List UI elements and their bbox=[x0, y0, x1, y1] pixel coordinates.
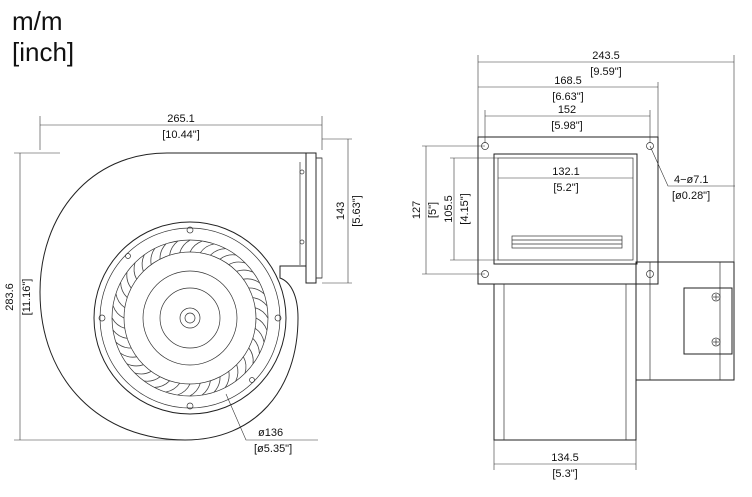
mount-hole-icon bbox=[186, 402, 194, 410]
opening-width-in: [5.2"] bbox=[553, 182, 578, 194]
impeller-blade bbox=[169, 240, 179, 256]
impeller-blade bbox=[120, 282, 128, 298]
impeller-blade bbox=[255, 307, 269, 319]
impeller-blade bbox=[199, 243, 215, 254]
wheel-dia-leader bbox=[225, 393, 318, 441]
impeller-blade bbox=[248, 347, 254, 365]
flange-rivet-icon bbox=[299, 169, 305, 175]
impeller-blade bbox=[165, 382, 181, 393]
impeller-blades bbox=[111, 239, 269, 397]
impeller-blade bbox=[133, 262, 137, 280]
impeller-blade bbox=[243, 278, 260, 284]
impeller-blade bbox=[228, 261, 246, 265]
impeller-blade bbox=[112, 305, 125, 319]
impeller-blade bbox=[141, 254, 145, 272]
flange-height-mm: 127 bbox=[411, 201, 423, 219]
impeller-blade bbox=[111, 317, 125, 329]
side-width-mm: 265.1 bbox=[167, 113, 195, 125]
impeller-blade bbox=[219, 254, 237, 260]
impeller-blade bbox=[126, 271, 132, 289]
impeller-blade bbox=[254, 327, 265, 343]
opening-height-in: [4.15"] bbox=[459, 193, 471, 224]
front-view: 243.5 [9.59"] 168.5 [6.63"] 152 [5.98"] … bbox=[411, 50, 735, 480]
impeller-blade bbox=[159, 243, 167, 260]
impeller-blade bbox=[224, 371, 230, 388]
screw-icon bbox=[711, 292, 721, 302]
wheel-dia-in: [ø5.35"] bbox=[254, 443, 292, 455]
units-mm-label: m/m bbox=[12, 6, 63, 36]
outlet-in: [5.63"] bbox=[351, 195, 363, 226]
impeller-blade bbox=[236, 269, 254, 273]
total-width-in: [9.59"] bbox=[590, 66, 621, 78]
impeller-blade bbox=[126, 363, 144, 367]
side-width-in: [10.44"] bbox=[162, 129, 200, 141]
outlet-flange bbox=[305, 152, 317, 284]
impeller-blade bbox=[189, 240, 203, 253]
impeller-blade bbox=[134, 371, 152, 375]
holes-in: [ø0.28"] bbox=[672, 190, 710, 202]
impeller-blade bbox=[213, 376, 221, 393]
holes-leader bbox=[649, 145, 735, 187]
impeller-blade bbox=[255, 317, 268, 331]
blower-body bbox=[493, 283, 637, 441]
impeller-blade bbox=[243, 356, 247, 374]
flange-width-mm: 168.5 bbox=[554, 75, 582, 87]
terminal-box bbox=[683, 287, 733, 355]
flange-width-in: [6.63"] bbox=[552, 91, 583, 103]
impeller-blade bbox=[201, 380, 211, 396]
units-inch-label: [inch] bbox=[12, 37, 74, 67]
front-flange bbox=[477, 136, 659, 285]
scroll-housing bbox=[39, 152, 307, 441]
total-width-mm: 243.5 bbox=[592, 50, 620, 62]
impeller-inner bbox=[123, 251, 257, 385]
flange-rivet-icon bbox=[299, 239, 305, 245]
impeller-blade bbox=[150, 248, 156, 265]
wheel-dia-mm: ø136 bbox=[258, 427, 283, 439]
motor-housing bbox=[635, 261, 735, 381]
impeller-blade bbox=[115, 341, 132, 349]
impeller-blade bbox=[120, 352, 137, 358]
side-height-mm: 283.6 bbox=[4, 283, 16, 311]
outlet-flange-lip bbox=[315, 157, 323, 279]
motor-hub bbox=[142, 270, 238, 366]
impeller-blade bbox=[252, 297, 268, 307]
impeller-blade bbox=[189, 383, 201, 397]
shaft-hub bbox=[179, 307, 201, 329]
impeller-blade bbox=[177, 383, 191, 396]
mount-hole-icon bbox=[186, 226, 194, 234]
impeller-edge bbox=[511, 235, 623, 249]
impeller-blade bbox=[235, 364, 239, 382]
impeller-blade bbox=[248, 287, 265, 295]
side-view: 265.1 [10.44"] 283.6 [11.16"] 143 [5.63"… bbox=[4, 113, 363, 455]
impeller-blade bbox=[112, 329, 128, 339]
hole-spacing-mm: 152 bbox=[558, 104, 576, 116]
outlet-opening bbox=[493, 153, 638, 265]
opening-height-mm: 105.5 bbox=[443, 195, 455, 223]
impeller-outer bbox=[111, 239, 269, 397]
impeller-blade bbox=[210, 248, 226, 256]
hole-spacing-in: [5.98"] bbox=[551, 120, 582, 132]
impeller-blade bbox=[143, 376, 161, 382]
impeller-blade bbox=[154, 380, 170, 388]
impeller-blade bbox=[115, 293, 126, 309]
screw-icon bbox=[711, 337, 721, 347]
inlet-ring-outer bbox=[93, 221, 287, 415]
body-width-in: [5.3"] bbox=[552, 468, 577, 480]
opening-width-mm: 132.1 bbox=[552, 166, 580, 178]
holes-mm: 4−ø7.1 bbox=[674, 174, 709, 186]
impeller-blade bbox=[179, 239, 191, 253]
mount-hole-icon bbox=[274, 314, 282, 322]
flange-height-in: [5"] bbox=[427, 202, 439, 218]
impeller-blade bbox=[252, 338, 260, 354]
mount-hole-icon bbox=[98, 314, 106, 322]
body-width-mm: 134.5 bbox=[551, 452, 579, 464]
outlet-mm: 143 bbox=[335, 202, 347, 220]
side-height-in: [11.16"] bbox=[21, 279, 33, 316]
